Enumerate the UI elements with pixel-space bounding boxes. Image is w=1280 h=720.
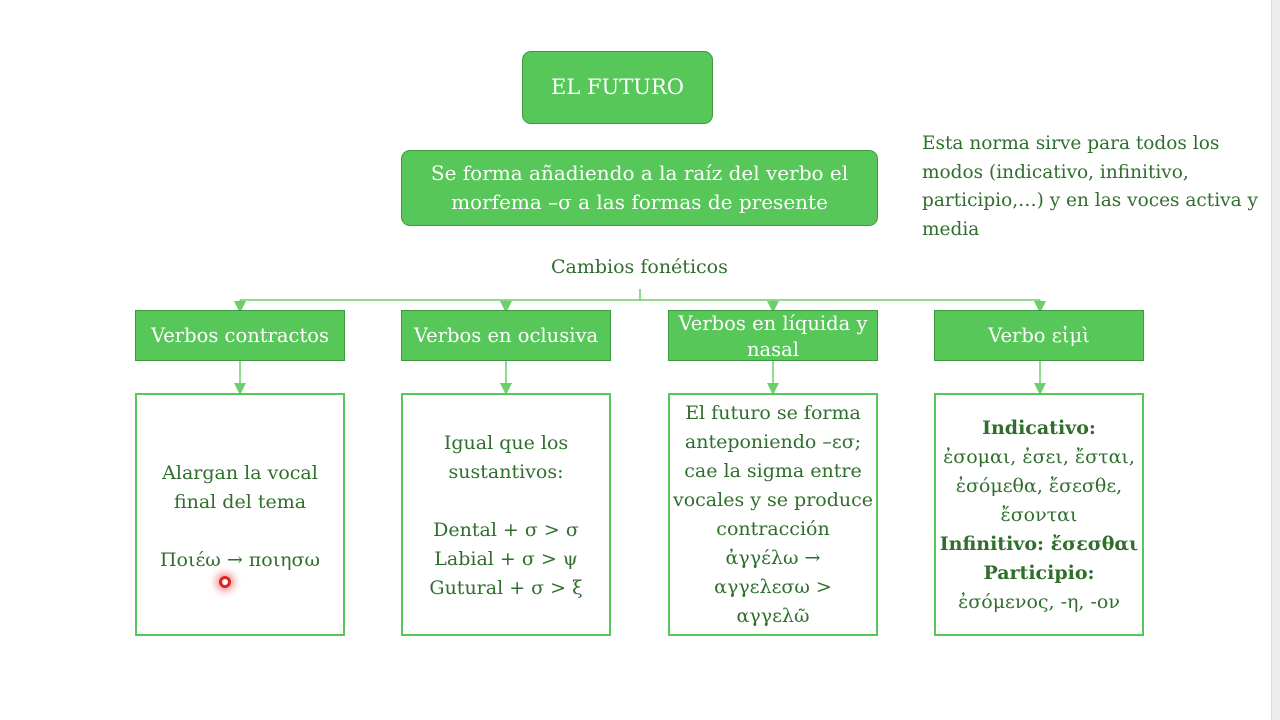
section-label: Cambios fonéticos [551, 256, 728, 278]
heading-contractos: Verbos contractos [135, 310, 345, 361]
card-contractos: Alargan la vocal final del tema Ποιέω → … [135, 393, 345, 636]
heading-liquida: Verbos en líquida y nasal [668, 310, 878, 361]
card-line: Igual que los [443, 432, 569, 454]
card-line: vocales y se produce [672, 489, 874, 511]
heading-oclusiva: Verbos en oclusiva [401, 310, 611, 361]
card-line: αγγελῶ [736, 605, 810, 627]
definition-text: Se forma añadiendo a la raíz del verbo e… [430, 161, 849, 214]
card-line: cae la sigma entre [684, 460, 862, 482]
window-edge [1271, 0, 1280, 720]
card-line: Dental + σ > σ [433, 519, 579, 541]
card-line: ἐσόμενος, -η, -ον [958, 591, 1120, 613]
card-line: Alargan la vocal [162, 462, 318, 484]
card-line-bold: Participio: [983, 562, 1095, 584]
card-eimi: Indicativo: ἐσομαι, ἐσει, ἔσται, ἐσόμεθα… [934, 393, 1144, 636]
card-line-bold: Infinitivo: ἔσεσθαι [939, 533, 1139, 555]
heading-eimi: Verbo εἰμὶ [934, 310, 1144, 361]
card-line: Labial + σ > ψ [434, 548, 578, 570]
title-box: EL FUTURO [522, 51, 713, 124]
card-spacer [403, 487, 609, 516]
card-liquida: El futuro se forma anteponiendo –εσ; cae… [668, 393, 878, 636]
note-text: Esta norma sirve para todos los modos (i… [922, 133, 1258, 240]
card-line: final del tema [173, 491, 307, 513]
card-line: contracción [716, 518, 830, 540]
card-line: Gutural + σ > ξ [429, 577, 583, 599]
card-line: sustantivos: [448, 461, 564, 483]
card-line: ἔσονται [1000, 504, 1078, 526]
pointer-indicator [219, 576, 231, 588]
card-line: Ποιέω → ποιησω [159, 549, 320, 571]
card-line: El futuro se forma [685, 402, 861, 424]
card-line: ἐσόμεθα, ἔσεσθε, [955, 475, 1123, 497]
card-line: anteponiendo –εσ; [684, 431, 862, 453]
definition-box: Se forma añadiendo a la raíz del verbo e… [401, 150, 878, 226]
title-text: EL FUTURO [551, 75, 684, 99]
card-line: ἐσομαι, ἐσει, ἔσται, [943, 446, 1135, 468]
card-spacer [137, 517, 343, 546]
card-line-bold: Indicativo: [982, 417, 1096, 439]
card-line: αγγελεσω > [714, 576, 832, 598]
card-line: ἀγγέλω → [725, 547, 821, 569]
card-oclusiva: Igual que los sustantivos: Dental + σ > … [401, 393, 611, 636]
